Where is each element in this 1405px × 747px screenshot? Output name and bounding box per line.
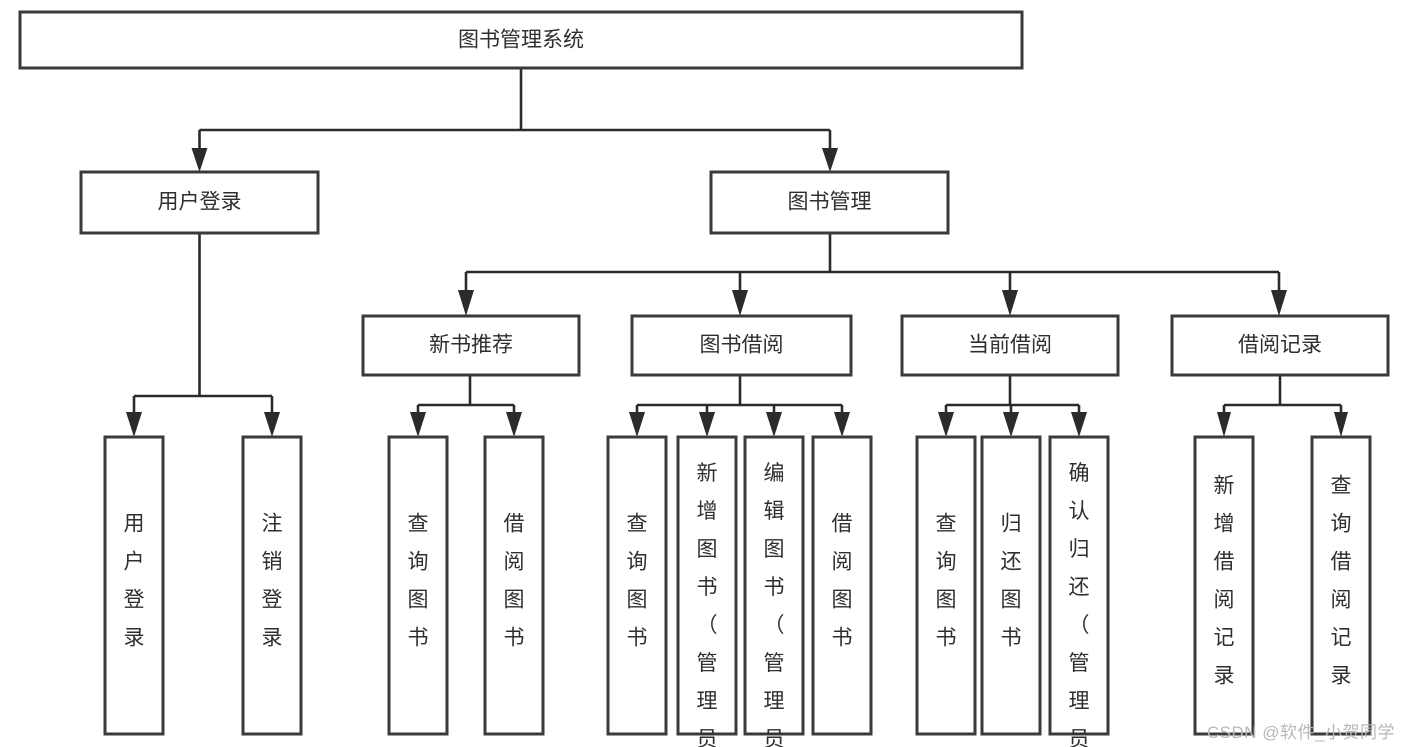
connector-group-book-manage [458, 233, 1287, 316]
node-current-borrow-box [900, 314, 1120, 377]
node-leaf-query-book-2-box [606, 435, 668, 736]
node-leaf-edit-book-label: 编辑图书（管理员） [764, 462, 785, 747]
connector-group-book-borrow [629, 375, 850, 437]
arrow-head-leaf-logout-login [264, 412, 280, 437]
arrow-head-leaf-add-book [699, 412, 715, 437]
arrow-head-leaf-borrow-book-2 [834, 412, 850, 437]
arrow-head-leaf-query-record [1334, 412, 1348, 437]
node-leaf-query-book-3-label: 查询图书 [936, 513, 957, 650]
node-leaf-user-login-label: 用户登录 [124, 513, 145, 650]
node-leaf-query-record-label: 查询借阅记录 [1331, 475, 1352, 688]
node-book-borrow-box [630, 314, 853, 377]
connector-group-root [191, 68, 838, 172]
node-new-book-recommend-box [361, 314, 581, 377]
arrow-head-book-borrow [732, 290, 748, 316]
node-leaf-query-book-1-box [387, 435, 449, 736]
csdn-watermark: CSDN @软件_小贺同学 [1206, 723, 1395, 742]
node-root-box [18, 10, 1024, 70]
node-leaf-borrow-book-2-label: 借阅图书 [832, 513, 853, 650]
connector-group-user-login [126, 233, 280, 437]
arrow-head-current-borrow [1002, 290, 1018, 316]
node-leaf-borrow-book-2-box [811, 435, 873, 736]
node-leaf-user-login-box [103, 435, 165, 736]
node-root[interactable]: 图书管理系统 [18, 10, 1024, 70]
node-leaf-logout-login-label: 注销登录 [262, 513, 283, 650]
connector-group-new-book-recommend [410, 375, 522, 437]
node-leaf-return-book-label: 归还图书 [1001, 513, 1022, 650]
node-user-login[interactable]: 用户登录 [79, 170, 320, 235]
node-leaf-borrow-book-1-label: 借阅图书 [504, 513, 525, 650]
arrow-head-leaf-return-book [1003, 412, 1019, 437]
node-leaf-logout-login-box [241, 435, 303, 736]
arrow-head-leaf-borrow-book-1 [506, 412, 522, 437]
node-leaf-add-book[interactable]: 新增图书（管理员） [676, 435, 738, 747]
node-book-manage-label: 图书管理 [788, 191, 872, 214]
node-book-borrow-label: 图书借阅 [700, 334, 784, 357]
node-book-manage[interactable]: 图书管理 [709, 170, 950, 235]
node-leaf-edit-book[interactable]: 编辑图书（管理员） [743, 435, 805, 747]
node-leaf-borrow-book-2[interactable]: 借阅图书 [811, 435, 873, 736]
node-leaf-query-book-2[interactable]: 查询图书 [606, 435, 668, 736]
node-leaf-query-book-1[interactable]: 查询图书 [387, 435, 449, 736]
node-leaf-query-book-3[interactable]: 查询图书 [915, 435, 977, 736]
node-new-book-recommend[interactable]: 新书推荐 [361, 314, 581, 377]
arrow-head-leaf-edit-book [766, 412, 782, 437]
node-book-manage-box [709, 170, 950, 235]
node-leaf-borrow-book-1-box [483, 435, 545, 736]
node-new-book-recommend-label: 新书推荐 [429, 334, 513, 357]
arrow-head-leaf-query-book-1 [410, 412, 426, 437]
node-leaf-borrow-book-1[interactable]: 借阅图书 [483, 435, 545, 736]
node-leaf-add-record[interactable]: 新增借阅记录 [1193, 435, 1255, 736]
arrow-head-leaf-user-login [126, 412, 142, 437]
node-leaf-logout-login[interactable]: 注销登录 [241, 435, 303, 736]
node-current-borrow-label: 当前借阅 [968, 334, 1052, 357]
node-root-label: 图书管理系统 [458, 29, 584, 52]
node-leaf-add-book-box [676, 435, 738, 736]
node-leaf-add-record-box [1193, 435, 1255, 736]
node-user-login-label: 用户登录 [158, 191, 242, 214]
node-leaf-add-record-label: 新增借阅记录 [1214, 475, 1235, 688]
node-leaf-user-login[interactable]: 用户登录 [103, 435, 165, 736]
arrow-head-borrow-record [1271, 290, 1287, 316]
node-leaf-confirm-return-label: 确认归还（管理员） [1069, 462, 1090, 747]
node-leaf-return-book[interactable]: 归还图书 [980, 435, 1042, 736]
node-leaf-confirm-return[interactable]: 确认归还（管理员） [1048, 435, 1110, 747]
connector-group-borrow-record [1217, 375, 1348, 437]
connector-group-current-borrow [938, 375, 1087, 437]
node-leaf-edit-book-box [743, 435, 805, 736]
arrow-head-user-login [191, 148, 208, 172]
node-leaf-confirm-return-box [1048, 435, 1110, 736]
node-leaf-query-book-1-label: 查询图书 [408, 513, 429, 650]
node-user-login-box [79, 170, 320, 235]
node-borrow-record-box [1170, 314, 1390, 377]
arrow-head-new-book-recommend [458, 290, 474, 316]
node-borrow-record[interactable]: 借阅记录 [1170, 314, 1390, 377]
arrow-head-book-manage [822, 148, 838, 172]
arrow-head-leaf-confirm-return [1071, 412, 1087, 437]
node-leaf-query-record-box [1310, 435, 1372, 736]
node-borrow-record-label: 借阅记录 [1238, 334, 1322, 357]
arrow-head-leaf-query-book-2 [629, 412, 645, 437]
node-leaf-query-book-3-box [915, 435, 977, 736]
leaf-node-layer: 用户登录 注销登录 查询图书 借阅图书 查询图书 新增图书（管理员） 编辑图书（管理员） 借阅… [103, 435, 1372, 747]
node-book-borrow[interactable]: 图书借阅 [630, 314, 853, 377]
node-leaf-query-book-2-label: 查询图书 [627, 513, 648, 650]
node-leaf-add-book-label: 新增图书（管理员） [697, 462, 718, 747]
arrow-head-leaf-query-book-3 [938, 412, 954, 437]
node-leaf-return-book-box [980, 435, 1042, 736]
arrow-head-leaf-add-record [1217, 412, 1231, 437]
node-leaf-query-record[interactable]: 查询借阅记录 [1310, 435, 1372, 736]
node-current-borrow[interactable]: 当前借阅 [900, 314, 1120, 377]
